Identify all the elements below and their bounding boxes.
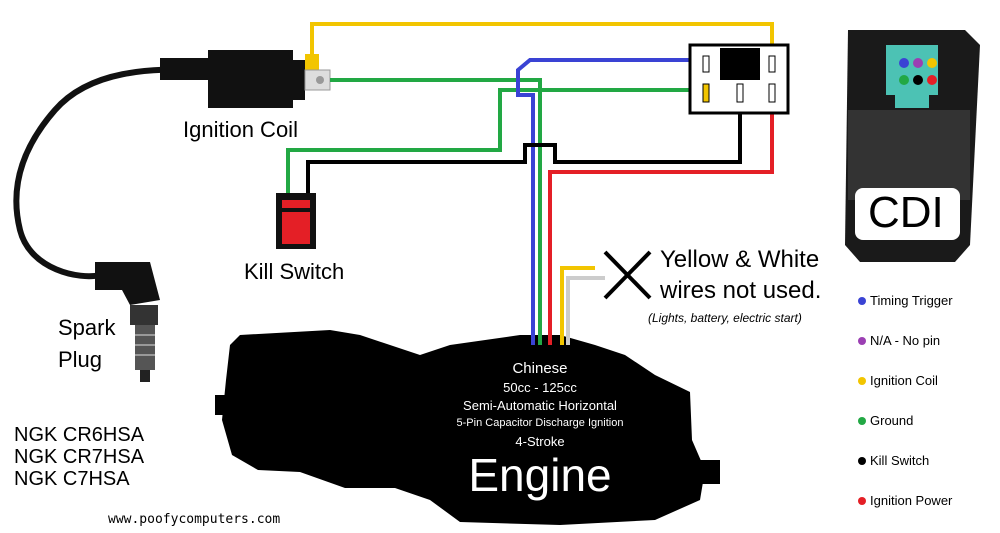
engine-line-3: Semi-Automatic Horizontal: [463, 398, 617, 413]
not-used-note: Yellow & White wires not used.: [660, 244, 821, 306]
legend-item: Ignition Power: [858, 493, 953, 533]
not-used-x-icon: [603, 250, 652, 300]
not-used-subnote: (Lights, battery, electric start): [648, 311, 802, 325]
legend-dot-icon: [858, 377, 866, 385]
legend-dot-icon: [858, 497, 866, 505]
legend-item: Timing Trigger: [858, 293, 953, 333]
spark-plug-model: NGK CR7HSA: [14, 446, 145, 468]
legend-dot-icon: [858, 417, 866, 425]
ignition-coil-label: Ignition Coil: [183, 117, 298, 142]
engine-line-1: Chinese: [512, 360, 568, 377]
cdi-label: CDI: [868, 188, 944, 237]
website-link[interactable]: www.poofycomputers.com: [108, 512, 281, 527]
legend-dot-icon: [858, 337, 866, 345]
spark-plug-model: NGK CR6HSA: [14, 424, 145, 446]
kill-switch-icon: [276, 193, 316, 249]
engine-line-5: 4-Stroke: [515, 434, 565, 449]
plug-label: Plug: [58, 347, 103, 372]
legend-label: Ignition Power: [870, 493, 953, 508]
wire-blue: [516, 58, 708, 345]
legend-item: N/A - No pin: [858, 333, 953, 373]
wire-legend: Timing Trigger N/A - No pin Ignition Coi…: [858, 293, 953, 533]
engine-icon: [215, 330, 720, 525]
spark-label: Spark: [58, 315, 116, 340]
wire-red: [548, 88, 774, 345]
legend-item: Ignition Coil: [858, 373, 953, 413]
spark-plug-model: NGK C7HSA: [14, 468, 130, 490]
ignition-coil-icon: [160, 50, 331, 108]
spark-plug-icon: [95, 262, 160, 382]
note-line-2: wires not used.: [660, 277, 822, 304]
legend-dot-icon: [858, 297, 866, 305]
legend-label: Ground: [870, 413, 914, 428]
wire-green: [286, 78, 708, 345]
spark-plug-models: NGK CR6HSA NGK CR7HSA NGK C7HSA: [14, 424, 144, 490]
kill-switch-label: Kill Switch: [244, 259, 345, 284]
legend-item: Kill Switch: [858, 453, 953, 493]
cdi-connector-icon: [688, 43, 790, 115]
engine-line-4: 5-Pin Capacitor Discharge Ignition: [456, 417, 624, 429]
legend-dot-icon: [858, 457, 866, 465]
legend-item: Ground: [858, 413, 953, 453]
note-line-1: Yellow & White: [660, 246, 820, 273]
wire-yellow: [310, 22, 774, 345]
legend-label: N/A - No pin: [870, 333, 941, 348]
wire-white: [566, 276, 605, 345]
spark-plug-lead: [13, 66, 206, 280]
engine-line-2: 50cc - 125cc: [503, 380, 577, 395]
legend-label: Ignition Coil: [870, 373, 938, 388]
legend-label: Kill Switch: [870, 453, 930, 468]
wire-black: [306, 78, 742, 193]
legend-label: Timing Trigger: [870, 293, 953, 308]
engine-title: Engine: [468, 449, 612, 501]
cdi-unit-icon: [845, 30, 980, 262]
